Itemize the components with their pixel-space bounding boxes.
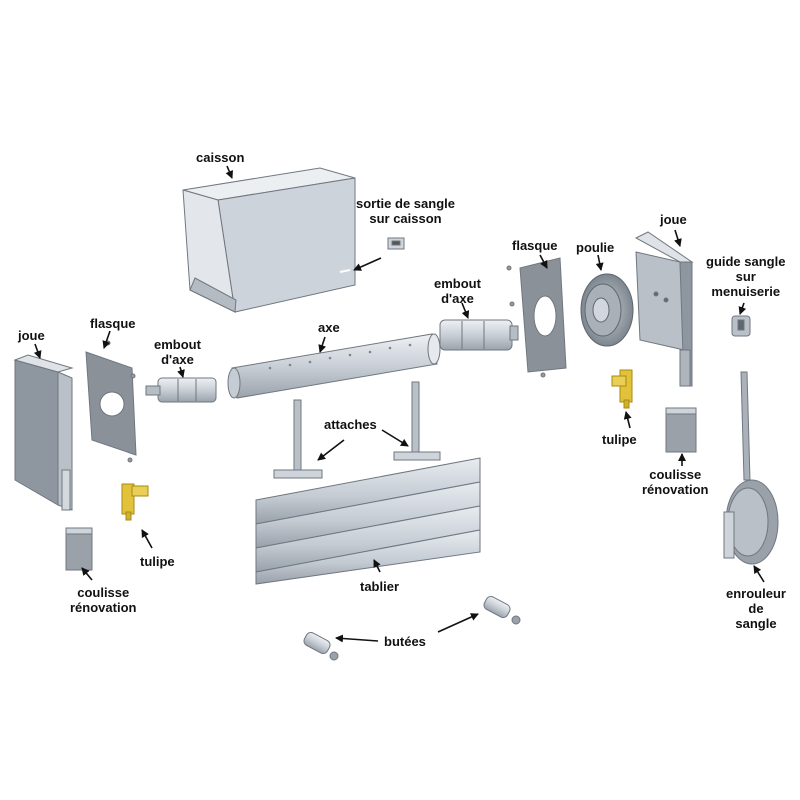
butee-right-part (483, 595, 521, 625)
arrow-butee-right (437, 613, 479, 633)
arrow-enrouleur (753, 565, 765, 583)
arrow-tulipe-left (141, 529, 153, 549)
label-tulipe-right: tulipe (602, 432, 637, 447)
coulisse-right-part (665, 407, 697, 453)
sortie-sangle-part (387, 237, 405, 250)
tulipe-right-part (611, 369, 633, 409)
arrow-tablier (373, 559, 381, 573)
label-caisson: caisson (196, 150, 245, 165)
flasque-right-part (506, 257, 567, 378)
axe-part (227, 333, 441, 399)
label-embout-right: embout d'axe (434, 276, 481, 306)
label-joue-left: joue (18, 328, 45, 343)
arrow-tulipe-right (623, 411, 632, 429)
label-coulisse-right: coulisse rénovation (642, 467, 709, 497)
label-sortie-sangle: sortie de sangle sur caisson (356, 196, 455, 226)
arrow-embout-left (177, 366, 185, 378)
label-poulie: poulie (576, 240, 615, 255)
enrouleur-part (723, 371, 779, 565)
arrow-joue-left (33, 343, 42, 359)
label-flasque-right: flasque (512, 238, 558, 253)
joue-right-part (634, 231, 694, 387)
arrow-attache-right (381, 429, 409, 447)
label-axe: axe (318, 320, 340, 335)
arrow-sortie-sangle (353, 257, 382, 271)
tulipe-left-part (121, 483, 149, 521)
arrow-caisson (225, 165, 233, 179)
callout-arrows (33, 165, 765, 643)
arrow-embout-right (461, 302, 470, 319)
flasque-left-part (85, 340, 137, 463)
label-coulisse-left: coulisse rénovation (70, 585, 137, 615)
label-enrouleur: enrouleur de sangle (726, 586, 786, 631)
arrow-flasque-left (102, 330, 111, 349)
joue-left-part (13, 354, 74, 511)
poulie-part (580, 273, 634, 347)
embout-right-part (439, 319, 519, 351)
butee-left-part (303, 631, 339, 661)
label-flasque-left: flasque (90, 316, 136, 331)
attaches-part (273, 381, 441, 479)
caisson-part (182, 167, 356, 313)
arrow-axe (318, 336, 327, 353)
label-joue-right: joue (660, 212, 687, 227)
arrow-guide-sangle (738, 302, 747, 315)
tablier-part (255, 457, 481, 585)
arrow-butee-left (335, 634, 379, 643)
coulisse-left-part (65, 527, 93, 571)
arrow-coulisse-left (81, 567, 93, 581)
arrow-flasque-right (539, 254, 548, 269)
label-guide-sangle: guide sangle sur menuiserie (706, 254, 786, 299)
arrow-attache-left (317, 439, 345, 461)
label-tulipe-left: tulipe (140, 554, 175, 569)
label-attaches: attaches (324, 417, 377, 432)
label-embout-left: embout d'axe (154, 337, 201, 367)
embout-left-part (145, 377, 217, 403)
arrow-poulie (595, 254, 604, 271)
arrow-joue-right (674, 229, 682, 247)
label-tablier: tablier (360, 579, 400, 594)
label-butees: butées (384, 634, 426, 649)
guide-sangle-part (731, 315, 751, 337)
